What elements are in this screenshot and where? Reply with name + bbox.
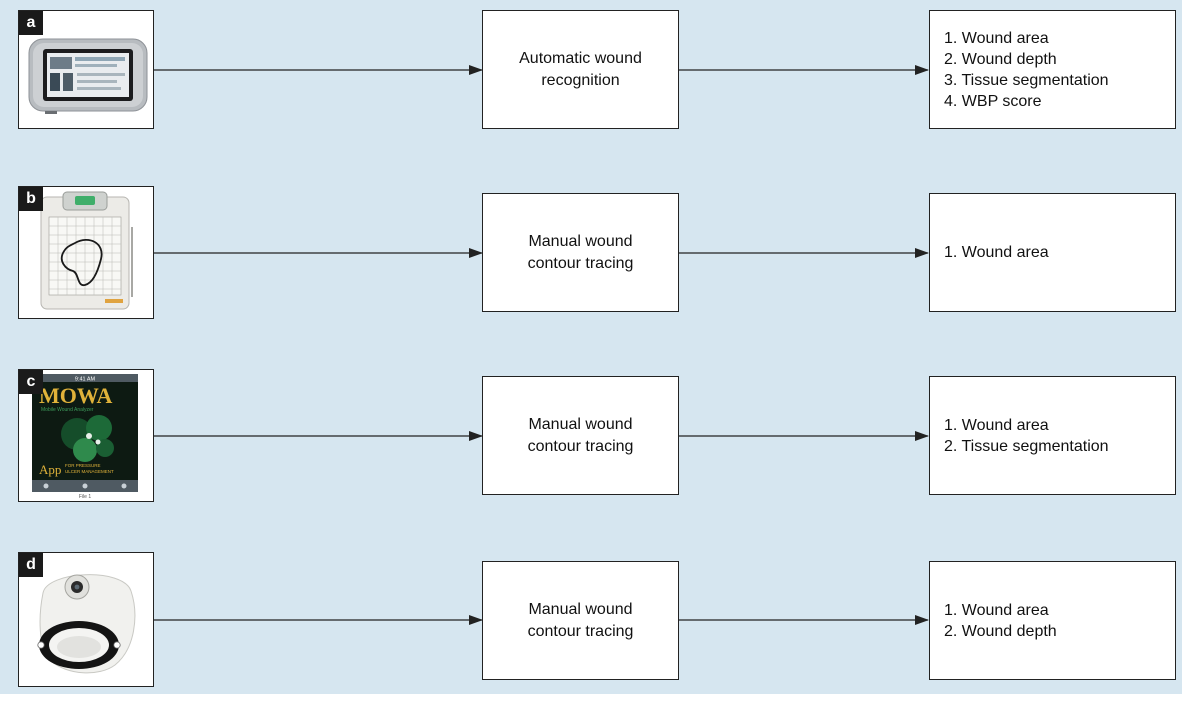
app-footer-text: File 1 [79, 494, 91, 500]
app-title-text: MOWA [39, 383, 112, 408]
result-item: 2. Wound depth [944, 50, 1057, 68]
panel-label-c: c [19, 370, 43, 394]
result-item: 4. WBP score [944, 92, 1042, 110]
result-item: 2. Wound depth [944, 622, 1057, 640]
panel-label-a: a [19, 11, 43, 35]
result-item: 1. Wound area [944, 416, 1049, 434]
panel-label-d: d [19, 553, 43, 577]
result-box-d: 1. Wound area 2. Wound depth [929, 561, 1176, 680]
method-text-d: Manual wound contour tracing [527, 600, 634, 640]
method-text-a: Automatic wound recognition [519, 49, 642, 89]
result-box-b: 1. Wound area [929, 193, 1176, 312]
diagram-canvas: a Automatic wound recognition 1. Wound a… [0, 0, 1182, 694]
method-text-b: Manual wound contour tracing [527, 232, 634, 272]
result-item: 3. Tissue segmentation [944, 71, 1109, 89]
app-app-text: App [39, 462, 61, 477]
result-item: 1. Wound area [944, 601, 1049, 619]
result-item: 1. Wound area [944, 244, 1049, 261]
panel-label-b: b [19, 187, 43, 211]
result-box-c: 1. Wound area 2. Tissue segmentation [929, 376, 1176, 495]
result-item: 1. Wound area [944, 29, 1049, 47]
method-box-a: Automatic wound recognition [482, 10, 679, 129]
result-box-a: 1. Wound area 2. Wound depth 3. Tissue s… [929, 10, 1176, 129]
tracing-grid-device-icon [40, 191, 133, 310]
device-image-c: c 9:41 AM MOWA Mobile Wound Analyzer App… [18, 369, 154, 502]
wound-camera-device-icon [37, 574, 136, 674]
device-image-d: d [18, 552, 154, 687]
mowa-app-icon: 9:41 AM MOWA Mobile Wound Analyzer App F… [32, 374, 138, 500]
app-subtitle-text: Mobile Wound Analyzer [41, 407, 94, 413]
device-image-b: b [18, 186, 154, 319]
app-line1-text: FOR PRESSURE [65, 463, 101, 468]
tablet-device-icon [28, 38, 148, 114]
method-box-d: Manual wound contour tracing [482, 561, 679, 680]
method-box-b: Manual wound contour tracing [482, 193, 679, 312]
connectors [153, 65, 929, 625]
method-text-c: Manual wound contour tracing [527, 415, 634, 455]
device-image-a: a [18, 10, 154, 129]
app-line2-text: ULCER MANAGEMENT [65, 469, 114, 474]
method-box-c: Manual wound contour tracing [482, 376, 679, 495]
result-item: 2. Tissue segmentation [944, 437, 1109, 455]
app-status-text: 9:41 AM [75, 377, 96, 383]
